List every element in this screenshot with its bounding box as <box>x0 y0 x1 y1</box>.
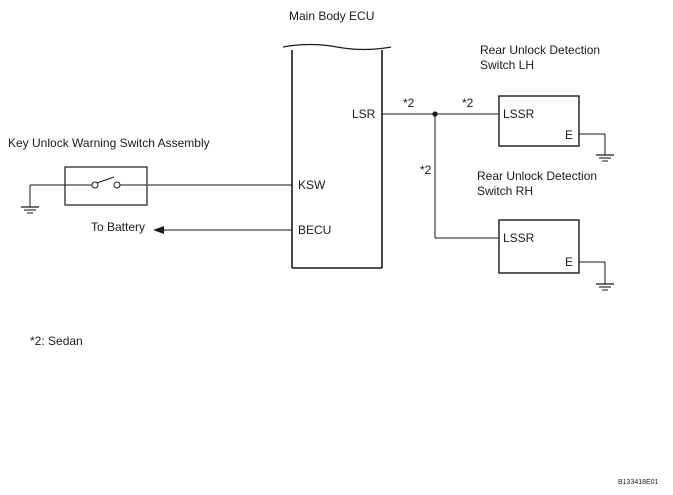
figure-id: B133418E01 <box>618 479 659 486</box>
battery-label: To Battery <box>91 220 146 234</box>
splice-point-icon <box>432 111 438 117</box>
battery-feed <box>153 226 292 234</box>
switch-contact-left <box>91 181 99 189</box>
ground-icon <box>579 261 614 291</box>
ecu-title: Main Body ECU <box>289 9 375 23</box>
pin-lsr-label: LSR <box>352 107 376 121</box>
arrow-left-icon <box>153 226 164 234</box>
rear-switch-rh-box <box>498 219 580 274</box>
rear-switch-lh-pin-ground: E <box>565 128 574 142</box>
key-unlock-switch-title: Key Unlock Warning Switch Assembly <box>8 136 210 150</box>
pin-ksw-label: KSW <box>298 178 326 192</box>
switch-lever-icon <box>96 176 115 184</box>
footnote: *2: Sedan <box>30 334 83 348</box>
pin-becu-label: BECU <box>298 223 332 237</box>
ecu-break-line <box>282 43 392 51</box>
main-body-ecu-box <box>282 43 392 269</box>
rear-switch-rh-title-line2: Switch RH <box>477 184 534 198</box>
lsr-wiring <box>382 111 499 239</box>
rear-switch-rh-title-line1: Rear Unlock Detection <box>477 169 598 183</box>
rear-switch-rh-pin-ground: E <box>565 255 574 269</box>
key-unlock-switch-box <box>64 166 148 206</box>
rear-switch-lh-title-line1: Rear Unlock Detection <box>480 43 601 57</box>
rear-switch-lh-title-line2: Switch LH <box>480 58 535 72</box>
ground-icon <box>579 133 614 162</box>
marker-rh-branch: *2 <box>420 163 432 177</box>
ground-icon <box>21 184 65 214</box>
rear-switch-lh-pin-signal: LSSR <box>503 107 535 121</box>
key-unlock-switch-assembly <box>64 166 148 206</box>
marker-lh-side: *2 <box>462 96 474 110</box>
switch-contact-right <box>113 181 121 189</box>
marker-ecu-side: *2 <box>403 96 415 110</box>
rear-switch-lh-box <box>498 95 580 147</box>
rear-switch-rh-pin-signal: LSSR <box>503 231 535 245</box>
